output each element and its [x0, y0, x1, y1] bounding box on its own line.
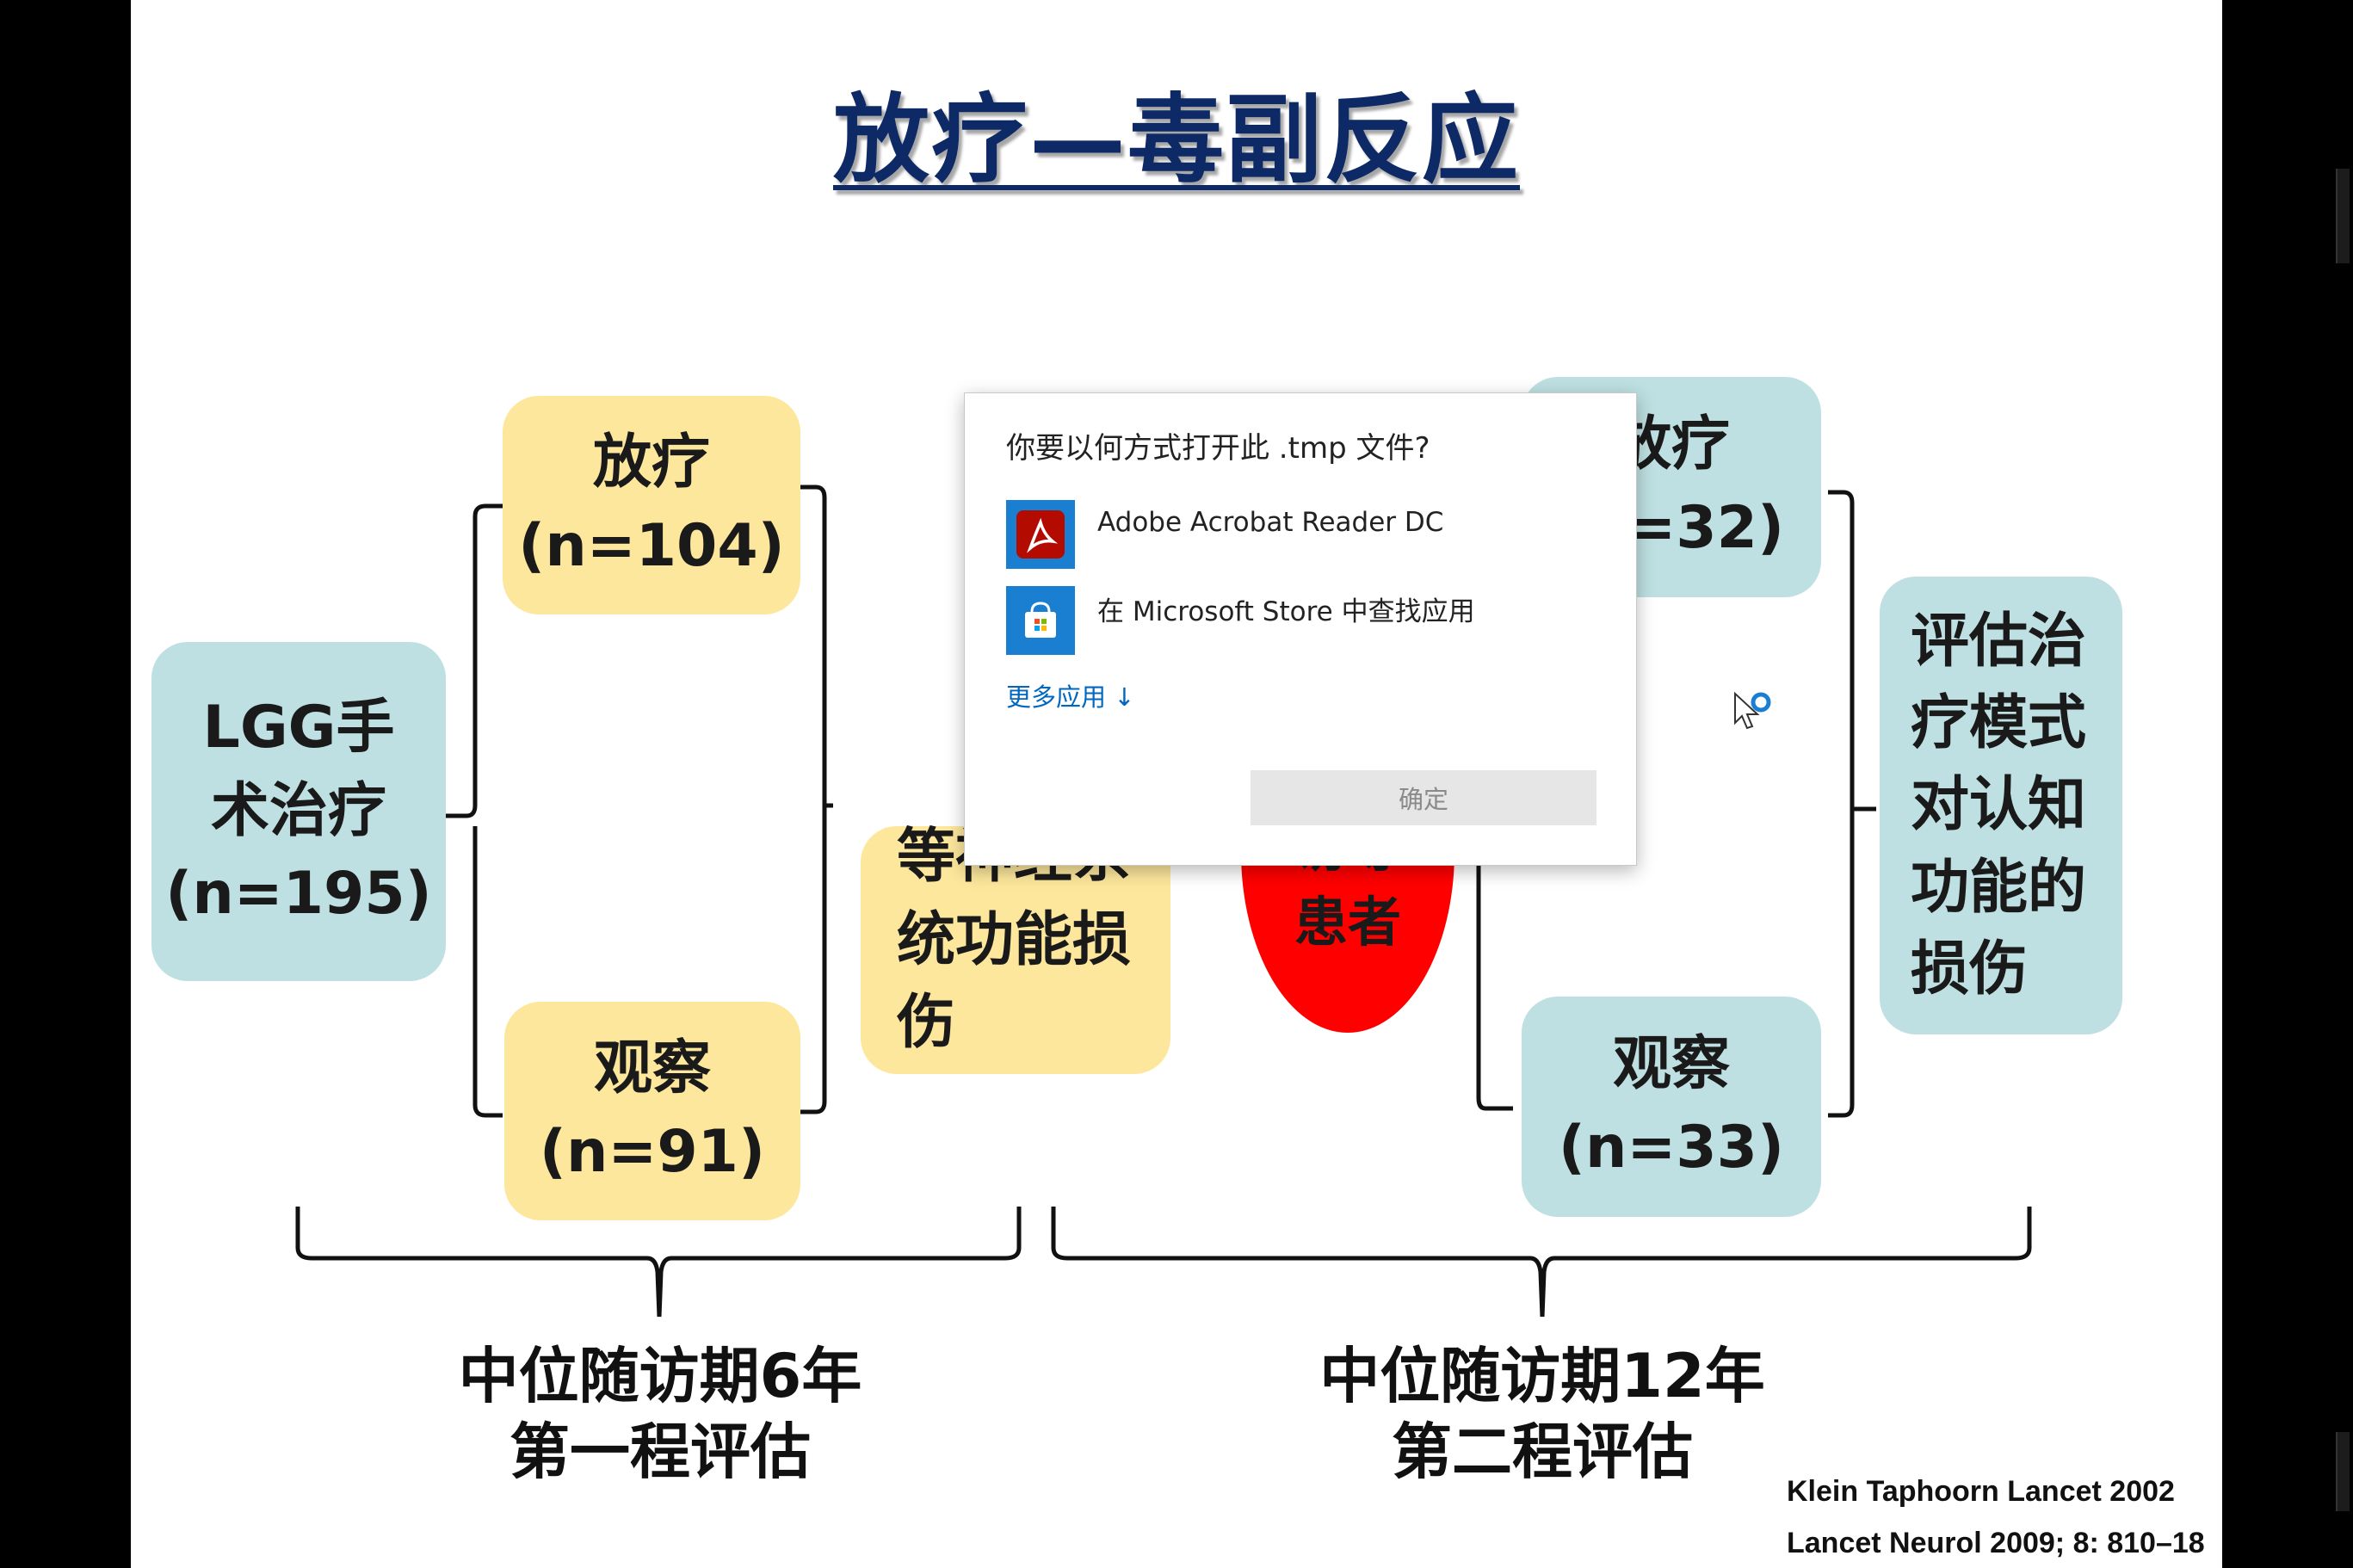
- assess-line-1: 评估治: [1911, 608, 2087, 676]
- store-icon: [1006, 586, 1075, 655]
- neuro-line-3: 伤: [897, 989, 956, 1058]
- observe2-line-2: (n=33): [1558, 1114, 1785, 1182]
- bracket-lines: [295, 485, 2032, 1318]
- radio1-line-2: (n=104): [518, 512, 785, 580]
- screen-edge: [2222, 0, 2353, 1568]
- cognitive-assessment-box: 评估治 疗模式 对认知 功能的 损伤: [1880, 577, 2122, 1034]
- presentation-slide: 放疗—毒副反应 LGG手 术治疗 (n=195): [131, 0, 2222, 1568]
- observation-box-2: 观察 (n=33): [1522, 997, 1821, 1217]
- reference-2: Lancet Neurol 2009; 8: 810–18: [1787, 1527, 2205, 1559]
- radio1-line-1: 放疗: [592, 429, 710, 497]
- lgg-line-2: 术治疗: [210, 776, 386, 845]
- second-assessment-label: 中位随访期12年 第二程评估: [1284, 1339, 1800, 1490]
- lgg-surgery-box: LGG手 术治疗 (n=195): [151, 642, 446, 981]
- reference-1: Klein Taphoorn Lancet 2002: [1787, 1475, 2175, 1508]
- dialog-title: 你要以何方式打开此 .tmp 文件?: [1006, 431, 1430, 466]
- neuro-line-2: 统功能损: [897, 905, 1132, 974]
- oval-line-2: 患者: [1294, 891, 1401, 954]
- ok-button[interactable]: 确定: [1251, 770, 1596, 825]
- lgg-line-3: (n=195): [165, 860, 432, 929]
- first-assessment-label: 中位随访期6年 第一程评估: [389, 1339, 931, 1490]
- acrobat-icon: [1006, 500, 1075, 569]
- lgg-line-1: LGG手: [202, 694, 395, 762]
- assess-line-3: 对认知: [1911, 771, 2087, 840]
- second-assessment-line-1: 中位随访期12年: [1319, 1341, 1765, 1411]
- observation-box-1: 观察 (n=91): [504, 1002, 800, 1220]
- observe2-line-1: 观察: [1612, 1030, 1730, 1099]
- edge-tab: [2336, 169, 2350, 263]
- observe1-line-1: 观察: [593, 1034, 711, 1103]
- observe1-line-2: (n=91): [539, 1118, 766, 1186]
- first-assessment-line-1: 中位随访期6年: [458, 1341, 862, 1411]
- acrobat-label: Adobe Acrobat Reader DC: [1097, 507, 1444, 538]
- app-option-acrobat[interactable]: Adobe Acrobat Reader DC: [1006, 500, 1443, 569]
- store-label: 在 Microsoft Store 中查找应用: [1097, 596, 1475, 627]
- open-with-dialog: 你要以何方式打开此 .tmp 文件? Adobe Acrobat Reader …: [964, 392, 1637, 866]
- app-option-store[interactable]: 在 Microsoft Store 中查找应用: [1006, 586, 1475, 655]
- radiotherapy-box-1: 放疗 (n=104): [503, 396, 800, 614]
- assess-line-5: 损伤: [1911, 935, 2029, 1003]
- busy-cursor-icon: [1733, 691, 1775, 744]
- edge-tab-bottom: [2336, 1432, 2350, 1511]
- first-assessment-line-2: 第一程评估: [510, 1416, 811, 1487]
- assess-line-4: 功能的: [1911, 853, 2087, 922]
- second-assessment-line-2: 第二程评估: [1392, 1416, 1693, 1487]
- slide-title: 放疗—毒副反应: [833, 84, 1520, 196]
- assess-line-2: 疗模式: [1911, 689, 2087, 758]
- more-apps-link[interactable]: 更多应用 ↓: [1006, 682, 1135, 712]
